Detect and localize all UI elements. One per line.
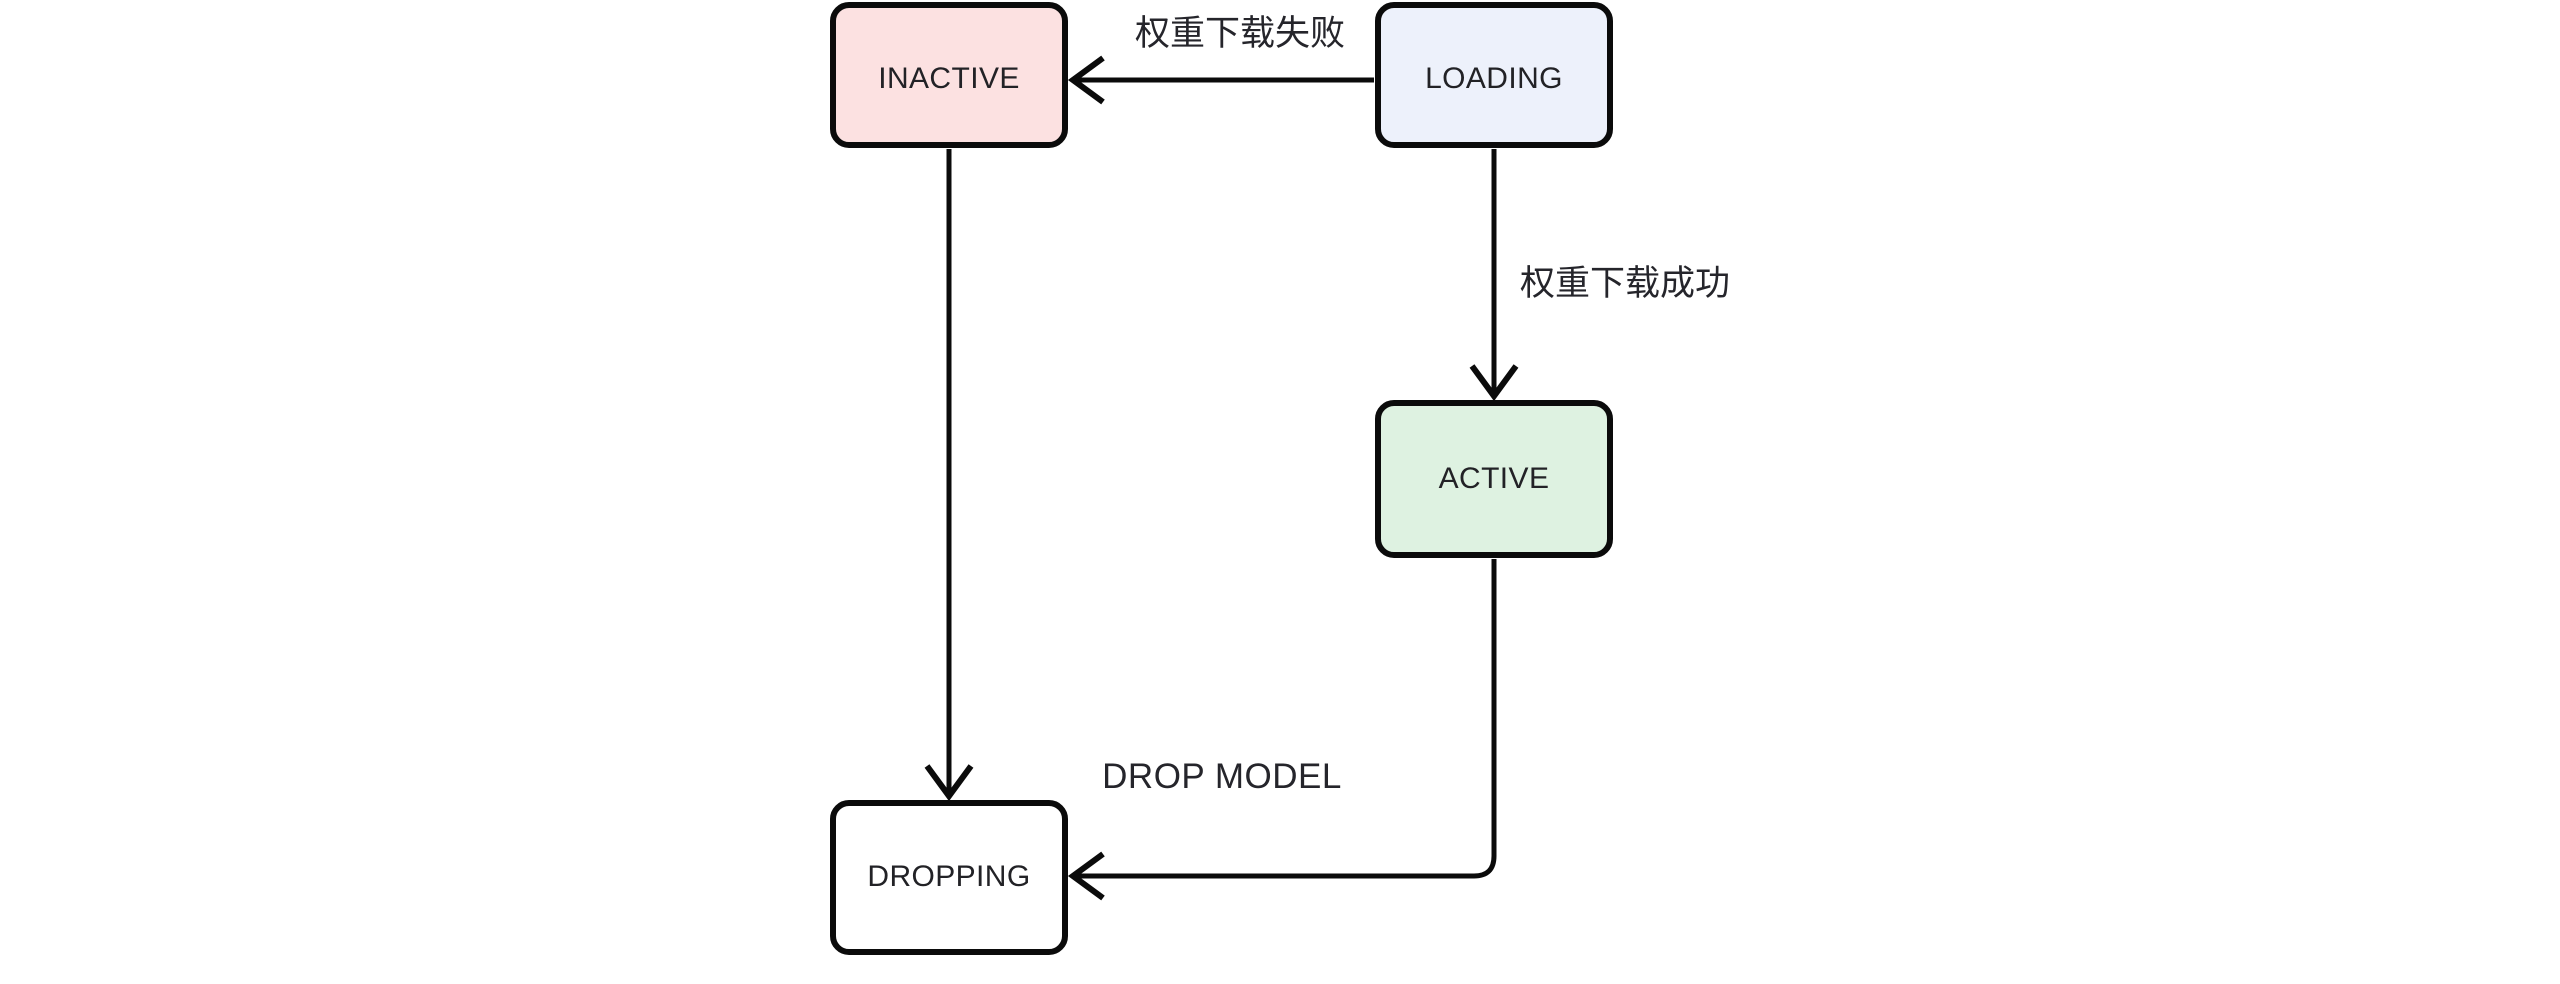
edge-label-drop-model: DROP MODEL (1102, 757, 1342, 796)
node-loading[interactable]: LOADING (1375, 2, 1613, 148)
edge-label-weight-download-failed: 权重下载失败 (1135, 14, 1345, 53)
edge-active-to-dropping[interactable] (1067, 559, 1497, 901)
node-loading-shape (1375, 2, 1613, 148)
edge-inactive-to-dropping[interactable] (924, 149, 974, 802)
node-active[interactable]: ACTIVE (1375, 400, 1613, 558)
node-dropping-label: DROPPING (867, 860, 1030, 893)
arrowhead-down-active (1469, 364, 1519, 402)
edge-label-weight-download-succeeded: 权重下载成功 (1520, 264, 1730, 303)
edge-line-active-dropping (1078, 559, 1497, 879)
node-active-shape (1375, 400, 1613, 558)
node-loading-label: LOADING (1425, 62, 1563, 95)
node-dropping[interactable]: DROPPING (830, 800, 1068, 955)
edge-loading-to-active[interactable] (1469, 149, 1519, 402)
edge-loading-to-inactive[interactable] (1067, 55, 1374, 105)
arrowhead-down-dropping (924, 764, 974, 802)
node-dropping-shape (830, 800, 1068, 955)
node-inactive-shape (830, 2, 1068, 148)
node-inactive-label: INACTIVE (878, 62, 1020, 95)
arrowhead-left-inactive (1067, 55, 1105, 105)
arrowhead-left-dropping (1067, 851, 1105, 901)
node-active-label: ACTIVE (1439, 462, 1550, 495)
node-inactive[interactable]: INACTIVE (830, 2, 1068, 148)
